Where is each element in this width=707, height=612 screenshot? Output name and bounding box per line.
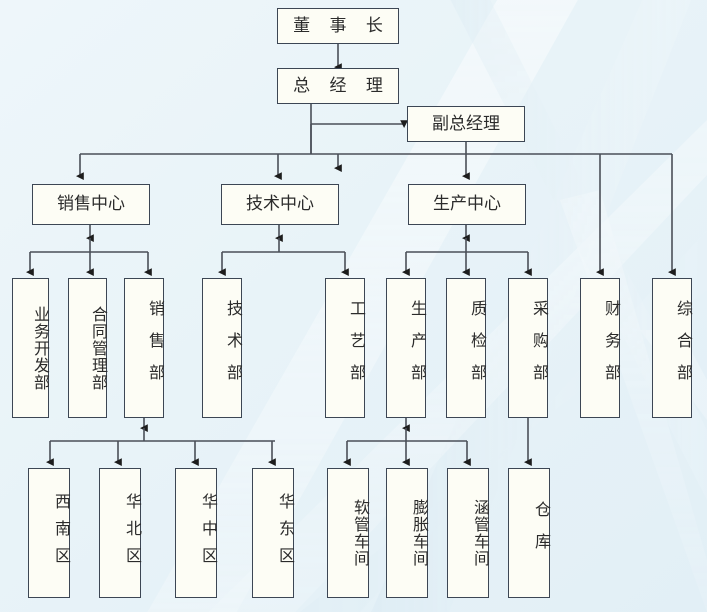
node-workshop-hose[interactable]: 软管车间 — [327, 468, 370, 598]
node-chairman[interactable]: 董 事 长 — [277, 8, 399, 44]
node-workshop-culvert[interactable]: 涵管车间 — [447, 468, 490, 598]
node-tech-center[interactable]: 技术中心 — [221, 184, 339, 225]
node-region-east[interactable]: 华东区 — [252, 468, 295, 598]
node-region-central[interactable]: 华中区 — [175, 468, 218, 598]
node-general-manager[interactable]: 总 经 理 — [277, 68, 399, 104]
node-workshop-expansion[interactable]: 膨胀车间 — [386, 468, 429, 598]
node-deputy-general-manager[interactable]: 副总经理 — [407, 106, 525, 142]
node-purchasing-dept[interactable]: 采购部 — [508, 278, 549, 418]
node-finance-dept[interactable]: 财务部 — [580, 278, 621, 418]
node-business-dev-dept[interactable]: 业务开发部 — [12, 278, 50, 418]
node-tech-dept[interactable]: 技术部 — [202, 278, 243, 418]
node-process-dept[interactable]: 工艺部 — [325, 278, 366, 418]
node-production-center[interactable]: 生产中心 — [408, 184, 526, 225]
node-sales-dept[interactable]: 销售部 — [124, 278, 165, 418]
node-region-north[interactable]: 华北区 — [99, 468, 142, 598]
node-contract-mgmt-dept[interactable]: 合同管理部 — [68, 278, 108, 418]
node-sales-center[interactable]: 销售中心 — [32, 184, 150, 225]
node-quality-dept[interactable]: 质检部 — [446, 278, 487, 418]
node-warehouse[interactable]: 仓库 — [508, 468, 551, 598]
node-region-southwest[interactable]: 西南区 — [28, 468, 71, 598]
node-general-affairs-dept[interactable]: 综合部 — [652, 278, 693, 418]
node-production-dept[interactable]: 生产部 — [386, 278, 427, 418]
